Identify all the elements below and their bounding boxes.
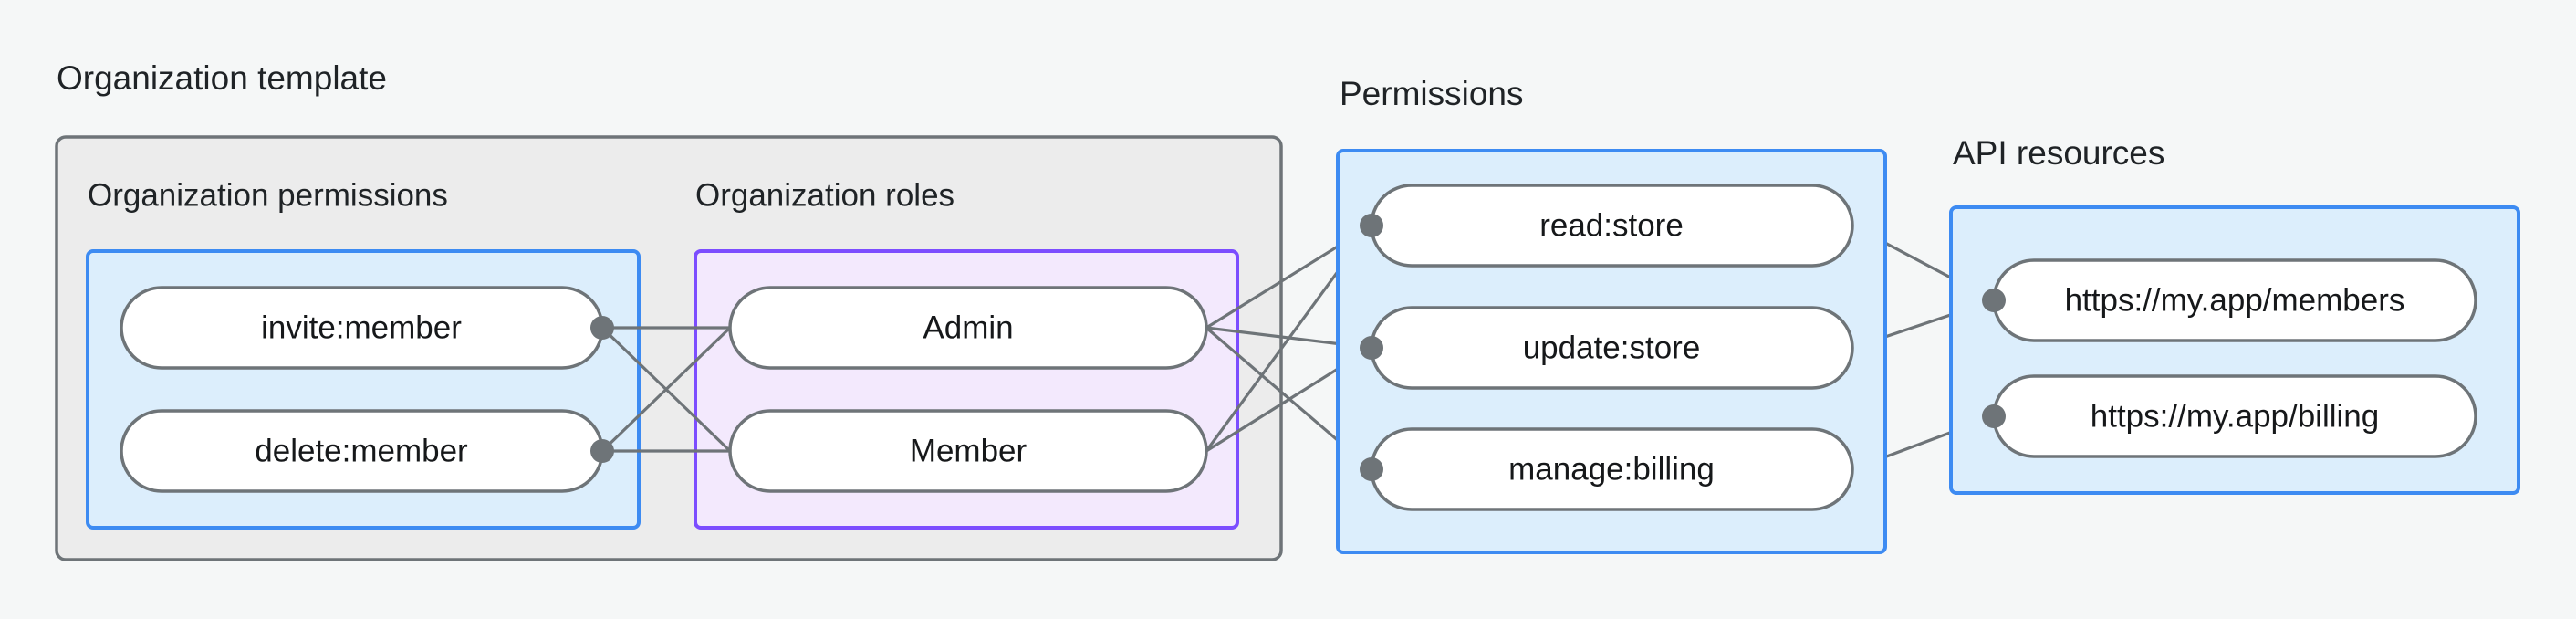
node-admin[interactable]: Admin xyxy=(728,286,1208,370)
node-billing-resource-label: https://my.app/billing xyxy=(2091,398,2379,434)
node-billing-resource[interactable]: https://my.app/billing xyxy=(1992,374,2477,458)
permissions-title: Permissions xyxy=(1340,75,1524,112)
node-delete-member-label: delete:member xyxy=(255,433,468,468)
organization-permissions-title: Organization permissions xyxy=(88,177,448,213)
port-billing-resource-in xyxy=(1982,404,2006,428)
organization-roles-title: Organization roles xyxy=(695,177,954,213)
node-admin-label: Admin xyxy=(923,310,1013,345)
node-member[interactable]: Member xyxy=(728,409,1208,493)
node-update-store[interactable]: update:store xyxy=(1370,306,1854,390)
port-manage-billing-in xyxy=(1360,457,1383,481)
node-invite-member[interactable]: invite:member xyxy=(120,286,604,370)
edge-delete-member-to-admin xyxy=(600,326,732,453)
connection-ports xyxy=(590,214,2006,481)
port-invite-member-out xyxy=(590,316,614,340)
node-invite-member-label: invite:member xyxy=(261,310,462,345)
port-update-store-in xyxy=(1360,336,1383,360)
node-update-store-label: update:store xyxy=(1523,330,1701,365)
organization-roles-group: Organization roles Admin Member xyxy=(694,177,1239,530)
node-member-label: Member xyxy=(910,433,1027,468)
node-manage-billing[interactable]: manage:billing xyxy=(1370,427,1854,511)
port-delete-member-out xyxy=(590,439,614,463)
node-members-resource[interactable]: https://my.app/members xyxy=(1992,258,2477,342)
node-delete-member[interactable]: delete:member xyxy=(120,409,604,493)
node-read-store-label: read:store xyxy=(1539,207,1684,243)
node-manage-billing-label: manage:billing xyxy=(1508,451,1715,487)
organization-template-title: Organization template xyxy=(57,59,387,97)
api-resources-group: API resources https://my.app/members htt… xyxy=(1949,134,2520,495)
node-members-resource-label: https://my.app/members xyxy=(2065,282,2405,318)
edges-permissions-to-roles xyxy=(600,326,732,453)
organization-template-group: Organization template Organization permi… xyxy=(55,59,1283,561)
api-resources-title: API resources xyxy=(1953,134,2164,172)
port-read-store-in xyxy=(1360,214,1383,237)
permissions-group: Permissions read:store update:store mana… xyxy=(1336,75,1887,554)
port-members-resource-in xyxy=(1982,289,2006,312)
node-read-store[interactable]: read:store xyxy=(1370,184,1854,268)
